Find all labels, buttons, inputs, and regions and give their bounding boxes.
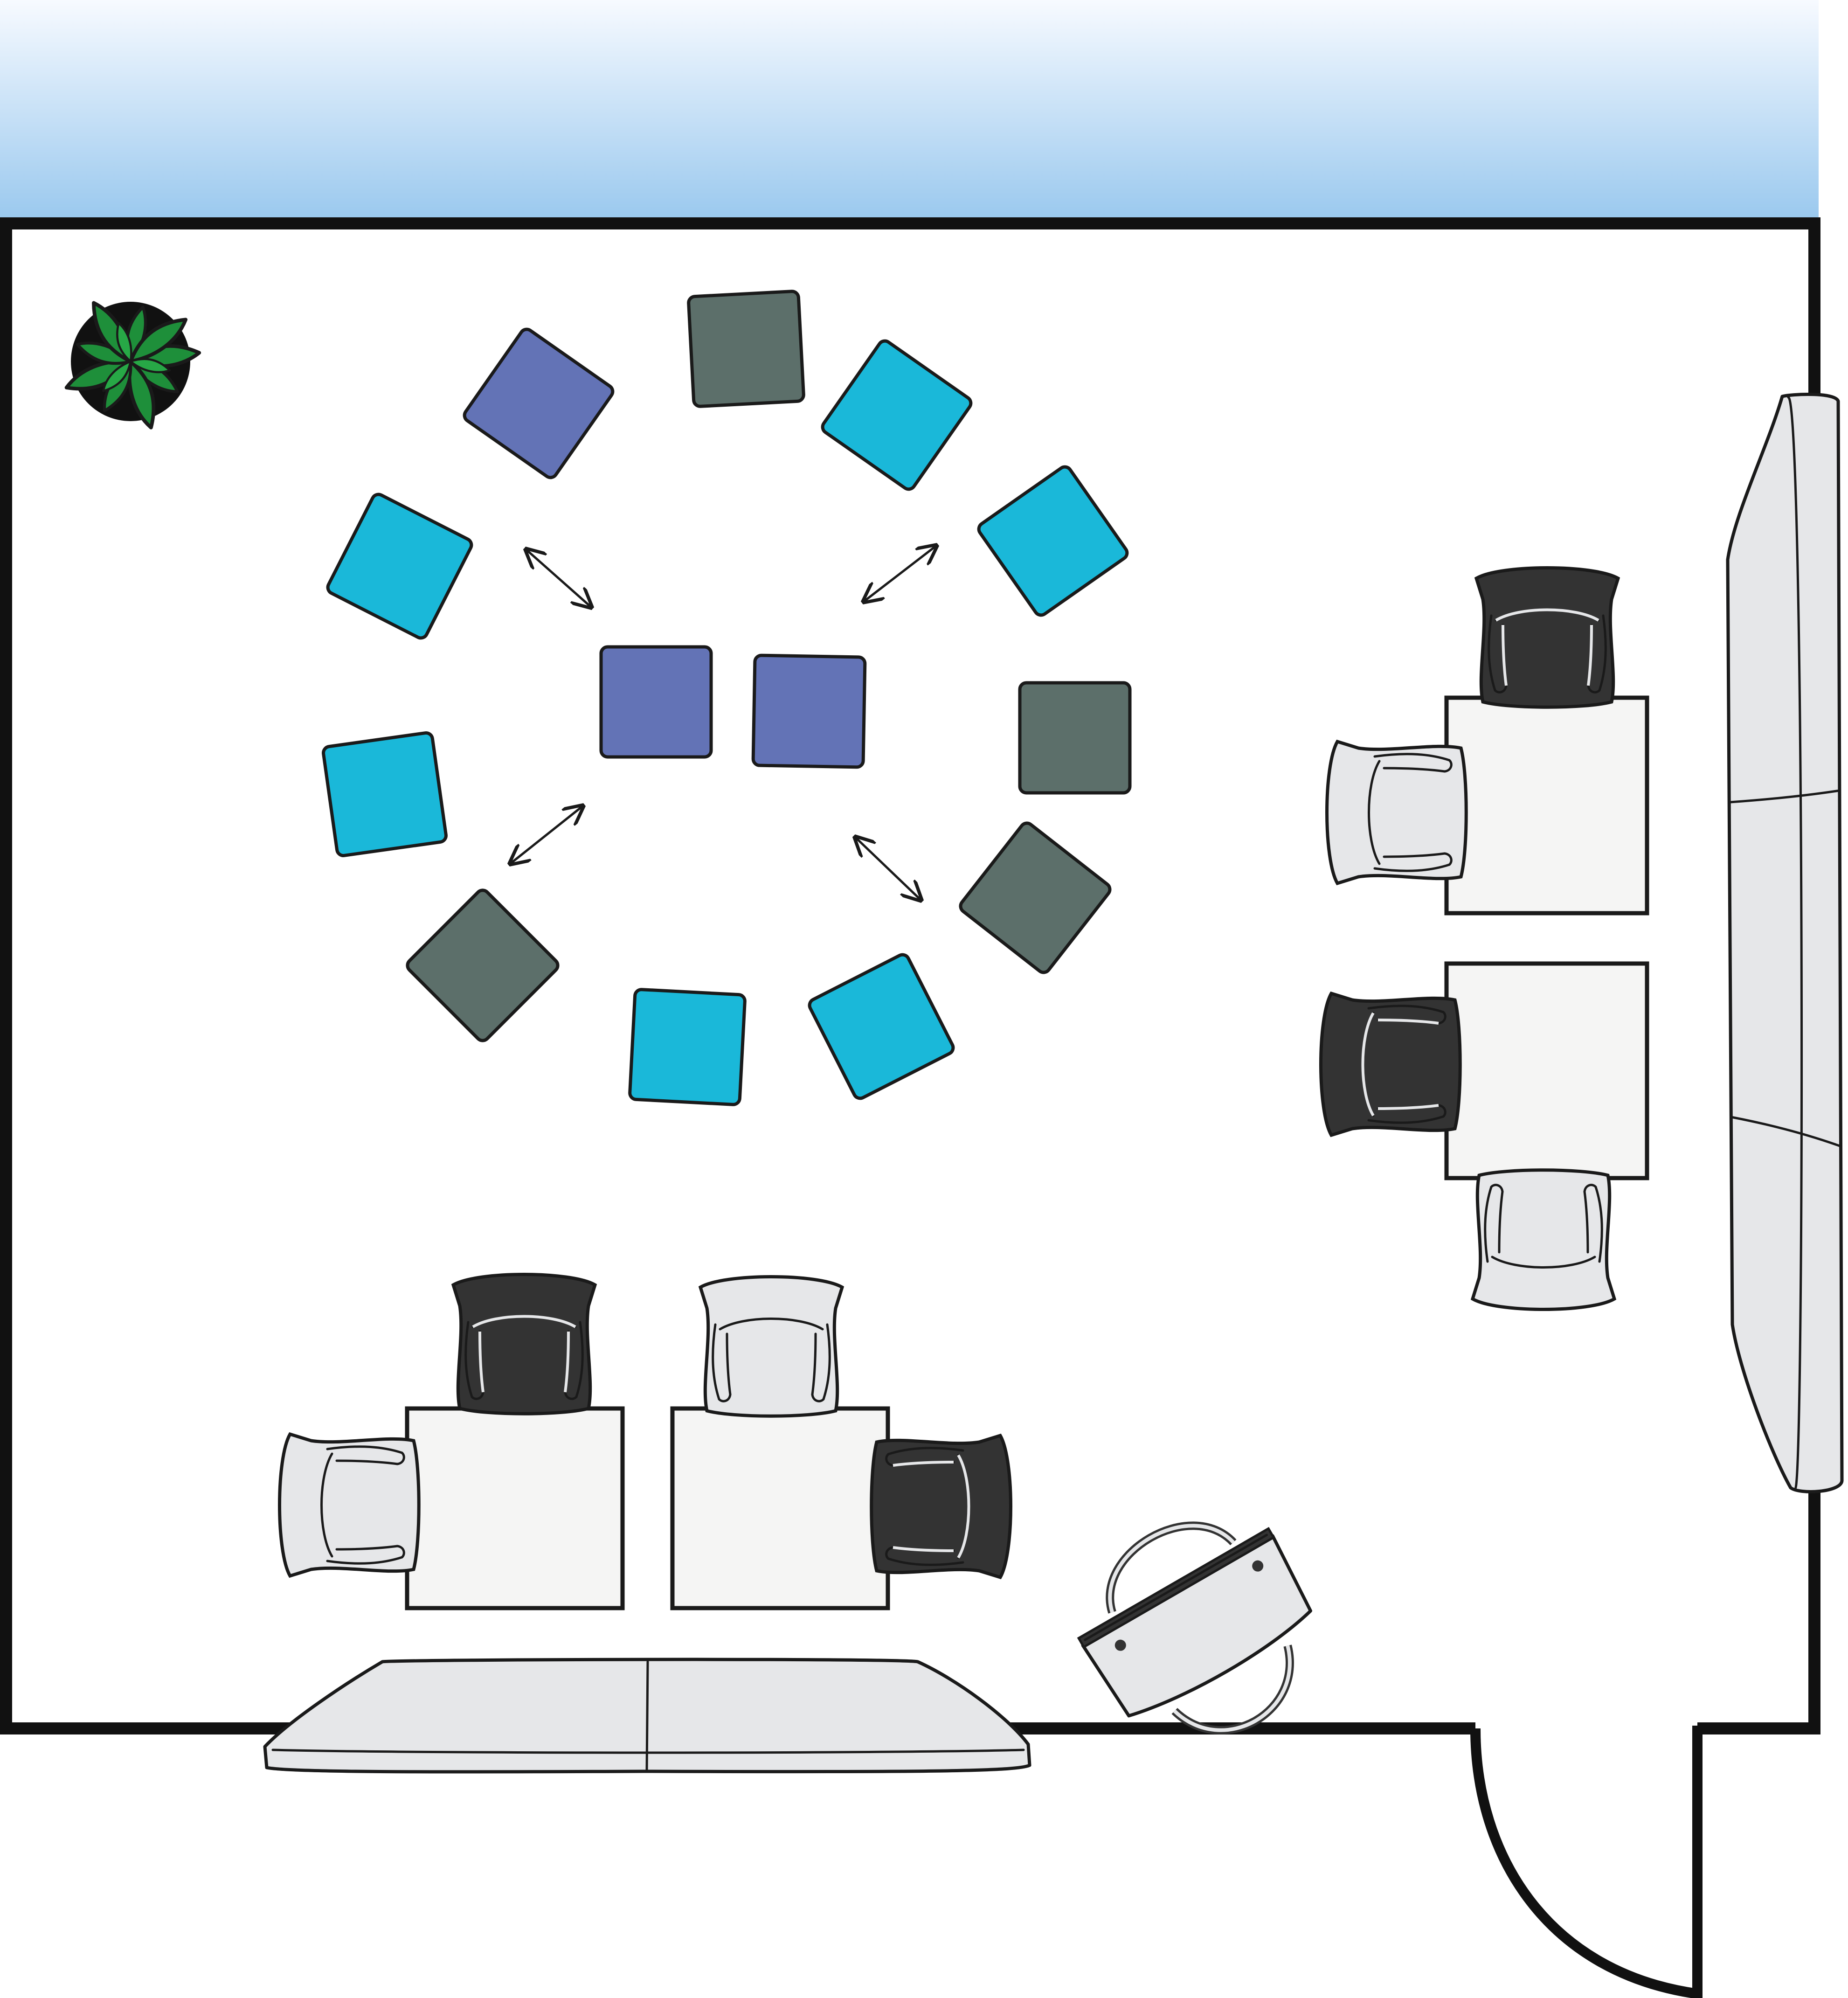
cushion-icon[interactable] — [687, 290, 805, 408]
room-walls — [0, 217, 1820, 1734]
cushion-icon[interactable] — [599, 645, 713, 759]
table-icon[interactable] — [1444, 961, 1649, 1180]
cushion-icon[interactable] — [820, 339, 974, 492]
cushion-group — [322, 290, 1132, 1106]
plant-icon — [63, 297, 199, 430]
chair-icon[interactable] — [1327, 742, 1467, 883]
table-icon[interactable] — [405, 1406, 625, 1610]
chair-icon[interactable] — [1473, 1170, 1614, 1310]
chair-icon[interactable] — [700, 1277, 842, 1416]
chair-icon[interactable] — [453, 1275, 595, 1414]
double-arrow-icon — [510, 806, 583, 864]
cushion-icon[interactable] — [322, 731, 448, 857]
cushion-icon[interactable] — [976, 465, 1130, 618]
chair-icon[interactable] — [1321, 993, 1460, 1135]
double-arrow-icon — [526, 549, 591, 607]
double-arrow-icon — [864, 546, 936, 602]
chair-group — [280, 568, 1619, 1578]
double-arrow-icon — [855, 837, 921, 900]
double-arrow-group — [510, 546, 936, 900]
chair-icon[interactable] — [280, 1434, 419, 1576]
door-icon[interactable] — [1470, 1726, 1703, 1998]
chair-icon[interactable] — [1476, 568, 1618, 708]
window — [0, 0, 1819, 222]
cushion-icon[interactable] — [807, 952, 955, 1100]
table-icon[interactable] — [670, 1406, 890, 1610]
cushion-icon[interactable] — [958, 820, 1112, 975]
cushion-icon[interactable] — [462, 327, 616, 480]
sofa-icon[interactable] — [1726, 393, 1844, 1493]
cushion-icon[interactable] — [628, 988, 747, 1106]
sofa-icon[interactable] — [263, 1658, 1031, 1774]
cushion-icon[interactable] — [751, 653, 867, 769]
cushion-icon[interactable] — [405, 888, 561, 1043]
cushion-icon[interactable] — [325, 492, 473, 640]
cushion-icon[interactable] — [1018, 681, 1132, 795]
table-group — [405, 695, 1649, 1610]
rocking-chair-icon[interactable] — [1053, 1485, 1348, 1777]
chair-icon[interactable] — [872, 1436, 1011, 1577]
table-icon[interactable] — [1444, 695, 1649, 916]
